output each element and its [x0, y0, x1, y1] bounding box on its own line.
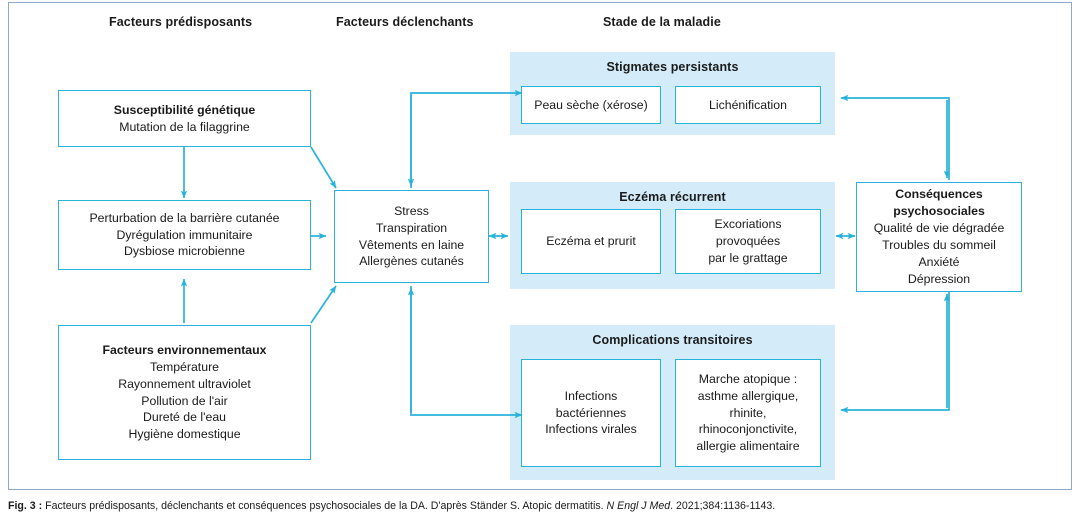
box-environmental-line-2: Pollution de l'air	[141, 393, 228, 408]
stage-title-transient-complications: Complications transitoires	[592, 333, 753, 347]
figure-caption-label: Fig. 3 :	[8, 500, 43, 512]
box-psychosocial-content: Conséquences psychosociales Qualité de v…	[857, 186, 1021, 288]
box-atopic-march-line-0: Marche atopique :	[698, 371, 798, 386]
box-psychosocial-consequences: Conséquences psychosociales Qualité de v…	[856, 182, 1022, 292]
box-psychosocial-line-3: Dépression	[907, 271, 971, 286]
box-eczema-pruritus-line-0: Eczéma et prurit	[546, 234, 636, 249]
box-excoriations-line-1: provoquées	[715, 234, 781, 249]
box-environmental-line-0: Température	[149, 359, 220, 374]
box-psychosocial-title-line-2: psychosociales	[893, 204, 985, 219]
box-lichenification-line-0: Lichénification	[709, 97, 787, 112]
box-barrier-line-1: Dyrégulation immunitaire	[116, 227, 253, 242]
box-lichenification: Lichénification	[675, 86, 821, 124]
box-environmental-title: Facteurs environnementaux	[102, 342, 267, 357]
box-genetic-content: Susceptibilité génétique Mutation de la …	[59, 102, 310, 136]
box-infections-line-0: Infections	[564, 388, 618, 403]
figure-caption-ref: . 2021;384:1136-1143.	[670, 500, 776, 512]
box-environmental-line-4: Hygiène domestique	[128, 427, 241, 442]
box-excoriations: Excoriations provoquées par le grattage	[675, 209, 821, 274]
box-genetic-susceptibility: Susceptibilité génétique Mutation de la …	[58, 90, 311, 147]
box-eczema-pruritus: Eczéma et prurit	[521, 209, 661, 274]
box-atopic-march-line-4: allergie alimentaire	[696, 439, 800, 454]
box-psychosocial-title-line-1: Conséquences	[895, 187, 983, 202]
column-header-triggering: Facteurs déclenchants	[336, 15, 474, 29]
box-excoriations-line-2: par le grattage	[708, 250, 788, 265]
box-dry-skin-line-0: Peau sèche (xérose)	[534, 97, 648, 112]
box-atopic-march-line-1: asthme allergique,	[697, 388, 799, 403]
box-triggers: Stress Transpiration Vêtements en laine …	[334, 190, 489, 283]
box-infections-line-1: bactériennes	[555, 405, 627, 420]
box-triggers-line-1: Transpiration	[375, 220, 448, 235]
box-excoriations-content: Excoriations provoquées par le grattage	[676, 216, 820, 267]
box-atopic-march-line-3: rhinoconjonctivite,	[698, 422, 798, 437]
box-psychosocial-line-1: Troubles du sommeil	[882, 238, 996, 252]
box-dry-skin: Peau sèche (xérose)	[521, 86, 661, 124]
box-infections-line-2: Infections virales	[545, 422, 637, 437]
box-barrier-disruption: Perturbation de la barrière cutanée Dyré…	[58, 200, 311, 270]
stage-title-persistent-stigmata: Stigmates persistants	[606, 60, 739, 74]
box-lichenification-content: Lichénification	[676, 97, 820, 114]
box-barrier-content: Perturbation de la barrière cutanée Dyré…	[59, 210, 310, 261]
box-triggers-line-0: Stress	[394, 203, 429, 218]
box-infections-content: Infections bactériennes Infections viral…	[522, 388, 660, 439]
box-psychosocial-line-2: Anxiété	[918, 254, 960, 269]
box-genetic-title: Susceptibilité génétique	[113, 102, 256, 117]
box-atopic-march: Marche atopique : asthme allergique, rhi…	[675, 359, 821, 467]
box-barrier-line-0: Perturbation de la barrière cutanée	[89, 210, 280, 225]
box-psychosocial-line-0: Qualité de vie dégradée	[873, 221, 1005, 236]
box-atopic-march-content: Marche atopique : asthme allergique, rhi…	[676, 371, 820, 456]
box-dry-skin-content: Peau sèche (xérose)	[522, 97, 660, 114]
box-environmental-content: Facteurs environnementaux Température Ra…	[59, 342, 310, 444]
column-header-predisposing: Facteurs prédisposants	[109, 15, 253, 29]
box-environmental-line-1: Rayonnement ultraviolet	[118, 376, 251, 391]
figure-caption-journal: N Engl J Med	[606, 500, 671, 512]
column-header-disease-stage: Stade de la maladie	[603, 15, 721, 29]
box-triggers-line-2: Vêtements en laine	[358, 237, 465, 252]
box-triggers-line-3: Allergènes cutanés	[359, 254, 464, 269]
stage-title-recurrent-eczema: Eczéma récurrent	[619, 190, 726, 204]
box-atopic-march-line-2: rhinite,	[729, 405, 767, 420]
figure-caption-text: Facteurs prédisposants, déclenchants et …	[45, 500, 604, 512]
box-triggers-content: Stress Transpiration Vêtements en laine …	[335, 203, 488, 271]
box-environmental-factors: Facteurs environnementaux Température Ra…	[58, 325, 311, 460]
box-infections: Infections bactériennes Infections viral…	[521, 359, 661, 467]
box-environmental-line-3: Dureté de l'eau	[142, 410, 227, 425]
box-eczema-pruritus-content: Eczéma et prurit	[522, 233, 660, 250]
box-genetic-line-0: Mutation de la filaggrine	[119, 119, 250, 134]
box-excoriations-line-0: Excoriations	[714, 217, 782, 232]
box-barrier-line-2: Dysbiose microbienne	[124, 244, 245, 259]
figure-caption: Fig. 3 : Facteurs prédisposants, déclenc…	[8, 500, 1070, 512]
